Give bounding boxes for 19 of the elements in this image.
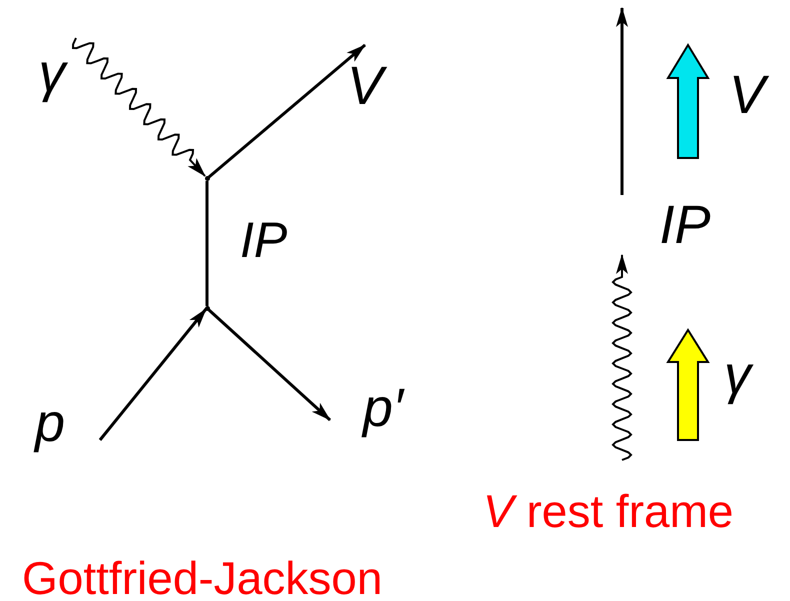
vertex-point [205, 176, 210, 181]
arrow [98, 308, 208, 441]
wavy-arrow [72, 38, 206, 177]
arrow [208, 308, 331, 422]
line [206, 181, 208, 306]
wavy-arrow [612, 254, 632, 461]
particle-label: p′ [328, 375, 438, 440]
particle-label: V [722, 65, 772, 125]
vertex-point [205, 306, 210, 311]
edge-label: IP [240, 215, 288, 265]
particle-label: p [0, 390, 100, 455]
arrow [616, 7, 628, 195]
particle-label: V [325, 43, 405, 128]
particle-label: IP [615, 195, 755, 255]
caption: V rest frame [483, 488, 734, 534]
arrow [208, 44, 366, 178]
particle-label: γ [28, 38, 76, 108]
particle-label: γ [715, 345, 760, 405]
caption: Gottfried-Jackson [22, 555, 382, 601]
